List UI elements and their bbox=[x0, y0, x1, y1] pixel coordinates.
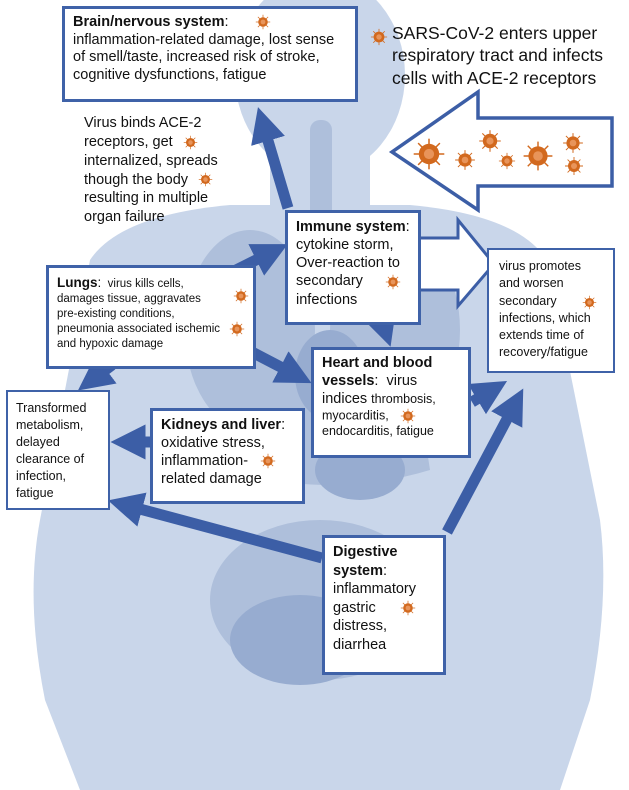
coronavirus-icon bbox=[229, 321, 245, 337]
coronavirus-icon bbox=[582, 295, 597, 310]
coronavirus-icon bbox=[412, 137, 446, 171]
immune-line1: cytokine storm, bbox=[296, 237, 394, 254]
intro-text-content: SARS-CoV-2 enters upper respiratory trac… bbox=[392, 23, 604, 88]
brain-box: Brain/nervous system: inflammation-relat… bbox=[62, 6, 358, 102]
immune-line2: Over-reaction to bbox=[296, 255, 400, 272]
digestive-colon: : bbox=[382, 562, 388, 579]
heart-text-b: indices bbox=[322, 391, 368, 408]
digestive-title-line2: system bbox=[333, 562, 383, 579]
digestive-line3: distress, bbox=[333, 618, 387, 635]
digestive-title-line1: Digestive bbox=[333, 544, 398, 560]
immune-line4: infections bbox=[296, 291, 358, 308]
secondary-text: virus promotes and worsen secondary infe… bbox=[499, 259, 591, 360]
digestive-line1: inflammatory bbox=[333, 581, 416, 598]
kidneys-box: Kidneys and liver: oxidative stress, inf… bbox=[150, 408, 305, 504]
kidneys-line3: related damage bbox=[161, 471, 262, 488]
coronavirus-icon bbox=[478, 129, 502, 153]
metabolism-box: Transformed metabolism, delayed clearanc… bbox=[6, 390, 110, 510]
arrow-digestive-to-secondary bbox=[442, 388, 524, 535]
lungs-text: damages tissue, aggravates pre-existing … bbox=[57, 292, 221, 350]
metabolism-text: Transformed metabolism, delayed clearanc… bbox=[16, 401, 87, 500]
ace2-line2: receptors, get bbox=[84, 133, 173, 150]
coronavirus-icon bbox=[255, 14, 271, 30]
ace2-line1: Virus binds ACE-2 bbox=[84, 115, 202, 131]
arrow-to-brain bbox=[251, 107, 294, 210]
immune-to-secondary-arrow bbox=[416, 215, 496, 311]
lungs-colon: : bbox=[97, 275, 102, 290]
digestive-line2: gastric bbox=[333, 599, 376, 616]
intro-text: SARS-CoV-2 enters upper respiratory trac… bbox=[370, 22, 617, 89]
heart-title-line1: Heart and blood bbox=[322, 355, 433, 371]
coronavirus-icon bbox=[522, 140, 554, 172]
coronavirus-icon bbox=[198, 172, 213, 187]
immune-colon: : bbox=[405, 219, 410, 235]
lungs-title: Lungs bbox=[57, 275, 98, 290]
immune-line3: secondary bbox=[296, 273, 363, 290]
heart-text-d: myocarditis, bbox=[322, 408, 389, 423]
heart-text-e: endocarditis, fatigue bbox=[322, 424, 434, 439]
brain-text: inflammation-related damage, lost sense … bbox=[73, 31, 335, 84]
digestive-line4: diarrhea bbox=[333, 636, 387, 653]
coronavirus-icon bbox=[400, 408, 416, 424]
coronavirus-icon bbox=[183, 135, 198, 150]
ace2-text: Virus binds ACE-2 receptors, get interna… bbox=[84, 114, 218, 227]
brain-colon: : bbox=[224, 14, 229, 30]
brain-title: Brain/nervous system bbox=[73, 14, 225, 30]
heart-colon: : bbox=[374, 373, 379, 390]
ace2-line3: internalized, spreads bbox=[84, 152, 218, 169]
arrow-lungs-to-heart bbox=[245, 345, 312, 384]
coronavirus-icon bbox=[564, 156, 584, 176]
coronavirus-icon bbox=[562, 132, 584, 154]
ace2-line5: resulting in multiple bbox=[84, 190, 209, 207]
lungs-box: Lungs: virus kills cells, damages tissue… bbox=[46, 265, 256, 369]
entry-arrow bbox=[388, 88, 614, 214]
secondary-box: virus promotes and worsen secondary infe… bbox=[487, 248, 615, 373]
coronavirus-icon bbox=[400, 600, 416, 616]
kidneys-line1: oxidative stress, bbox=[161, 435, 265, 452]
heart-text-c: thrombosis, bbox=[371, 392, 436, 407]
heart-box: Heart and blood vessels: virus indices t… bbox=[311, 347, 471, 458]
coronavirus-icon bbox=[498, 152, 516, 170]
coronavirus-icon bbox=[370, 28, 388, 46]
arrow-heart-to-secondary bbox=[467, 380, 508, 415]
kidneys-colon: : bbox=[281, 417, 286, 433]
immune-box: Immune system: cytokine storm, Over-reac… bbox=[285, 210, 421, 325]
digestive-box: Digestive system: inflammatory gastric d… bbox=[322, 535, 446, 675]
coronavirus-icon bbox=[385, 274, 401, 290]
coronavirus-icon bbox=[233, 288, 249, 304]
lungs-line1: virus kills cells, bbox=[107, 278, 184, 290]
arrow-digestive-to-metabolism bbox=[108, 492, 324, 564]
ace2-line6: organ failure bbox=[84, 209, 165, 226]
kidneys-title: Kidneys and liver bbox=[161, 417, 282, 433]
heart-title-line2: vessels bbox=[322, 373, 375, 390]
coronavirus-icon bbox=[260, 453, 276, 469]
coronavirus-icon bbox=[454, 149, 476, 171]
immune-title: Immune system bbox=[296, 219, 406, 235]
kidneys-line2: inflammation- bbox=[161, 453, 249, 470]
heart-text-a: virus bbox=[386, 373, 418, 390]
ace2-line4: though the body bbox=[84, 171, 189, 188]
